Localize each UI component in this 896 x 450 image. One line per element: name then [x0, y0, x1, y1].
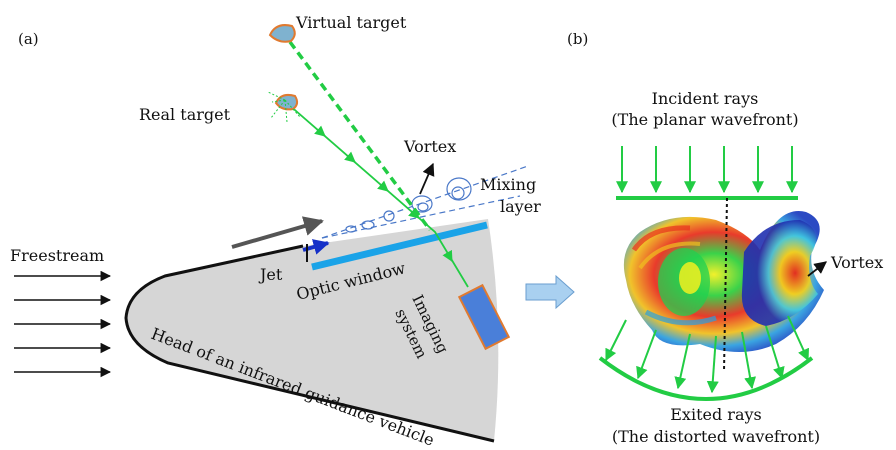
panel-a-label: (a)	[18, 30, 39, 48]
vortex-arrow-b	[807, 261, 827, 277]
vortex-label-a: Vortex	[403, 137, 456, 156]
center-line	[723, 197, 728, 373]
panel-b-label: (b)	[567, 30, 588, 48]
exited-label-2: (The distorted wavefront)	[612, 427, 820, 446]
virtual-target-label: Virtual target	[295, 13, 407, 32]
jet-label: Jet	[258, 265, 283, 284]
vehicle-head	[126, 219, 499, 441]
virtual-target-icon	[268, 24, 296, 43]
incident-rays	[616, 146, 798, 194]
vehicle-outline	[124, 244, 495, 443]
transition-arrow	[525, 274, 575, 310]
vortex-arrow	[419, 162, 435, 195]
incident-label-1: Incident rays	[652, 89, 759, 108]
real-target-icon	[267, 91, 301, 123]
imaging-system-box	[457, 283, 511, 351]
real-target-label: Real target	[139, 105, 231, 124]
panel-a: (a)	[10, 13, 541, 450]
optic-window-bar	[311, 221, 488, 271]
incident-label-2: (The planar wavefront)	[611, 110, 798, 129]
mixing-label-2: layer	[500, 197, 541, 216]
panel-b: (b) Incident rays (The planar wavefront)…	[567, 30, 883, 446]
vortex-swirls	[345, 177, 472, 233]
mixing-label-1: Mixing	[480, 175, 536, 194]
distorted-wavefront	[598, 356, 814, 401]
exited-rays	[605, 315, 809, 394]
real-ray-arrows	[314, 125, 453, 262]
virtual-ray	[288, 40, 432, 232]
freestream-label: Freestream	[10, 246, 104, 265]
exited-label-1: Exited rays	[670, 405, 761, 424]
real-ray	[287, 103, 469, 288]
flow-arrow	[231, 216, 324, 249]
freestream-arrows	[14, 270, 112, 378]
vortex-label-b: Vortex	[830, 253, 883, 272]
flow-field-image	[623, 211, 824, 352]
